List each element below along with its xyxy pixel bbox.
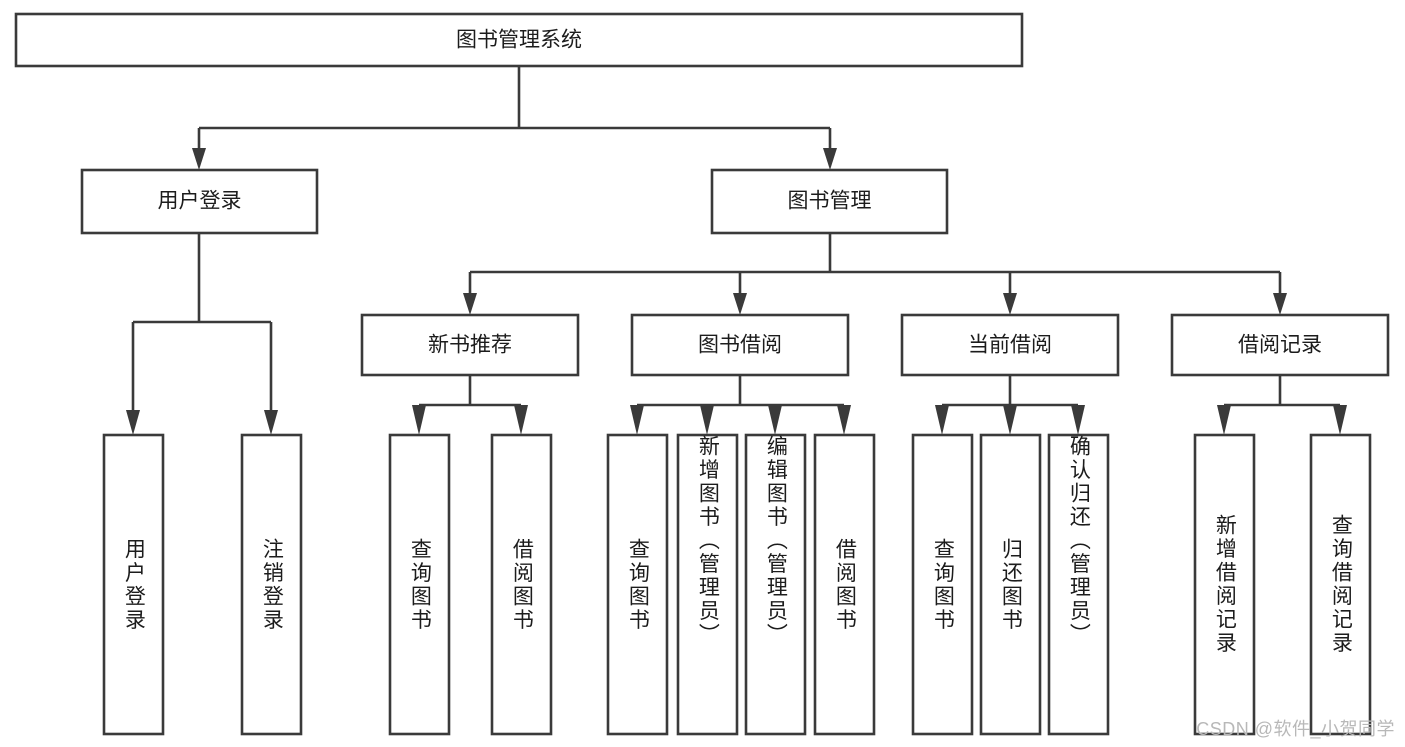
node-new-book-recommend-box[interactable] (360, 313, 580, 377)
leaf-box-add-book[interactable] (676, 433, 739, 736)
arrowhead-br-leaf1 (1217, 405, 1231, 435)
arrowhead-nb-leaf1 (412, 405, 426, 435)
arrowhead-currentborrow (1003, 293, 1017, 315)
node-new-book-recommend-label: 新书推荐 (428, 334, 512, 357)
node-borrow-record-label: 借阅记录 (1238, 334, 1322, 357)
leaf-box-query-book-cb[interactable] (911, 433, 974, 736)
arrowhead-logout-leaf (264, 410, 278, 435)
arrowhead-cb-leaf1 (935, 405, 949, 435)
node-root-box[interactable] (14, 12, 1024, 68)
node-book-borrow-label: 图书借阅 (698, 334, 782, 357)
leaf-box-borrow-book-bb[interactable] (813, 433, 876, 736)
arrowhead-userlogin (192, 148, 206, 170)
arrowhead-bb-leaf4 (837, 405, 851, 435)
leaf-box-return-book[interactable] (979, 433, 1042, 736)
node-book-borrow-box[interactable] (630, 313, 850, 377)
leaf-box-confirm-return[interactable] (1047, 433, 1110, 736)
node-book-management-box[interactable] (710, 168, 949, 235)
arrowhead-br-leaf2 (1333, 405, 1347, 435)
watermark-text: CSDN @软件_小贺同学 (1196, 719, 1395, 739)
node-current-borrow-label: 当前借阅 (968, 334, 1052, 357)
node-user-login-label: 用户登录 (158, 190, 242, 213)
leaf-box-query-book-nb[interactable] (388, 433, 451, 736)
leaf-box-query-book-bb[interactable] (606, 433, 669, 736)
arrowhead-cb-leaf2 (1003, 405, 1017, 435)
leaf-box-query-borrow-record[interactable] (1309, 433, 1372, 736)
leaf-box-user-login[interactable] (102, 433, 165, 736)
node-borrow-record-box[interactable] (1170, 313, 1390, 377)
arrowhead-bb-leaf1 (630, 405, 644, 435)
node-user-login-box[interactable] (80, 168, 319, 235)
leaf-box-add-borrow-record[interactable] (1193, 433, 1256, 736)
node-current-borrow-box[interactable] (900, 313, 1120, 377)
arrowhead-bookborrow (733, 293, 747, 315)
arrowhead-newbook (463, 293, 477, 315)
arrowhead-nb-leaf2 (514, 405, 528, 435)
arrowhead-user-login-leaf (126, 410, 140, 435)
leaf-box-borrow-book-nb[interactable] (490, 433, 553, 736)
arrowhead-borrowrecord (1273, 293, 1287, 315)
arrowhead-cb-leaf3 (1071, 405, 1085, 435)
arrowhead-bb-leaf2 (700, 405, 714, 435)
arrowhead-bb-leaf3 (768, 405, 782, 435)
leaf-box-logout[interactable] (240, 433, 303, 736)
leaf-box-edit-book[interactable] (744, 433, 807, 736)
arrowhead-bookmgmt (823, 148, 837, 170)
node-book-management-label: 图书管理 (788, 190, 872, 213)
node-root-label: 图书管理系统 (456, 29, 582, 52)
